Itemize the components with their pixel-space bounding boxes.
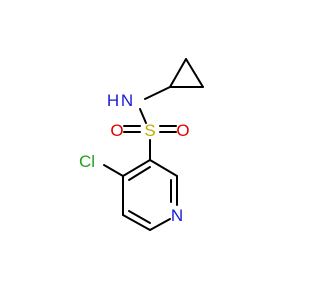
cyclopropyl-ring <box>169 58 204 88</box>
molecule-canvas: N H S O O Cl N <box>79 58 204 231</box>
bond-s-o-right <box>159 125 177 133</box>
oxygen-left-label: O <box>110 121 123 140</box>
chlorine-label: Cl <box>79 152 95 171</box>
bond-n-cyclopropyl <box>144 86 171 100</box>
bond-s-o-left <box>123 125 141 133</box>
amine-hydrogen-label: H <box>107 91 119 110</box>
pyridine-ring <box>122 159 178 231</box>
bond <box>185 58 204 88</box>
sulfur-label: S <box>144 121 155 140</box>
bond-c-cl <box>103 164 124 177</box>
structure-diagram: N H S O O Cl N <box>79 58 204 231</box>
bond-n-s <box>139 108 147 124</box>
bond <box>169 58 187 88</box>
oxygen-right-label: O <box>176 121 189 140</box>
pyridine-nitrogen-label: N <box>171 206 183 225</box>
amine-nitrogen-label: N <box>121 91 133 110</box>
